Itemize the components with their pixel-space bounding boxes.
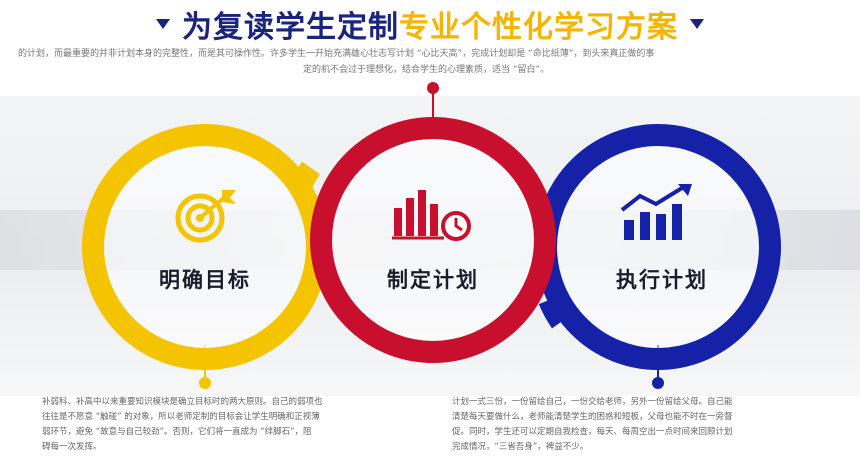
- intro-line-2: 定的机不会过于理想化，结合学生的心理素质，适当 “留白”。: [303, 65, 550, 75]
- blue-connector-dot: [652, 377, 664, 389]
- description-left: 补弱科、补高中以来重要知识模块是确立目标时的两大原则。自己的弱项也 往往是不愿意…: [42, 395, 422, 455]
- description-left-line-2: 往往是不愿意 “触碰” 的对象，所以老师定制的目标会让学生明确和正视薄: [42, 412, 320, 422]
- growth-chart-icon: [620, 184, 692, 240]
- description-right-line-1: 计划一式三份，一份留给自己，一份交给老师，另外一份留给父母。自己能: [452, 397, 733, 407]
- blue-ring: [535, 124, 781, 370]
- description-right: 计划一式三份，一份留给自己，一份交给老师，另外一份留给父母。自己能 清楚每天要做…: [452, 395, 832, 455]
- triangle-right-icon: [690, 19, 704, 29]
- yellow-overlap: [288, 161, 321, 195]
- blue-overlap: [538, 295, 571, 329]
- description-right-line-4: 完成情况，“三省吾身”，裨益不少。: [452, 442, 589, 452]
- label-clear-goal: 明确目标: [159, 268, 251, 292]
- description-left-line-4: 碍每一次发挥。: [42, 442, 102, 452]
- red-connector-dot: [427, 82, 439, 94]
- intro-line-1: 的计划，而最重要的并非计划本身的完整性，而是其可操作性。许多学生一开始充满雄心壮…: [18, 49, 655, 59]
- triangle-left-icon: [156, 19, 170, 29]
- intro-text: 的计划，而最重要的并非计划本身的完整性，而是其可操作性。许多学生一开始充满雄心壮…: [18, 46, 854, 78]
- description-left-line-1: 补弱科、补高中以来重要知识模块是确立目标时的两大原则。自己的弱项也: [42, 397, 323, 407]
- bar-chart-clock-icon: [392, 190, 471, 241]
- description-right-line-3: 促。同时，学生还可以定期自我检查，每天、每周空出一点时间来回顾计划: [452, 427, 733, 437]
- yellow-connector-dot: [199, 377, 211, 389]
- label-execute-plan: 执行计划: [616, 268, 708, 292]
- page-title: 为复读学生定制 专业个性化学习方案: [0, 6, 860, 45]
- title-part-navy: 为复读学生定制: [182, 10, 399, 45]
- target-icon: [175, 190, 236, 243]
- description-right-line-2: 清楚每天要做什么，老师能清楚学生的困惑和短板，父母也能不时在一旁督: [452, 412, 733, 422]
- red-ring: [310, 117, 556, 363]
- title-part-yellow: 专业个性化学习方案: [399, 10, 678, 45]
- label-make-plan: 制定计划: [387, 268, 479, 292]
- description-left-line-3: 弱环节，避免 “故意与自己较劲”。否则，它们将一直成为 “绊脚石”，阻: [42, 427, 312, 437]
- yellow-ring: [82, 124, 328, 370]
